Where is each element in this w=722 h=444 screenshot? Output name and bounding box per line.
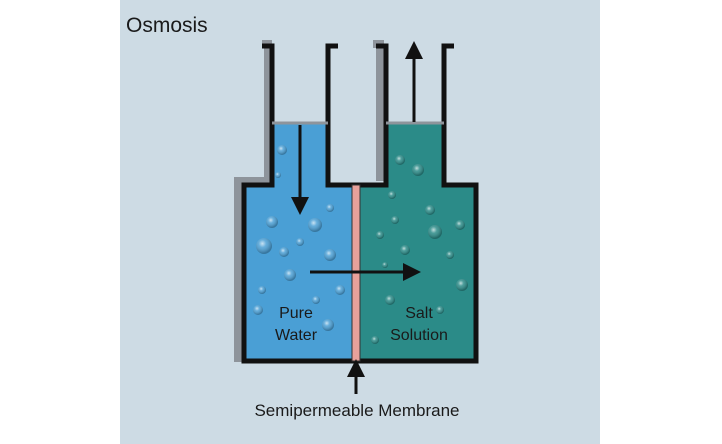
salt-label-line1: Salt	[405, 305, 433, 322]
salt-label-line2: Solution	[390, 327, 448, 344]
right-wall-shadow	[373, 40, 384, 181]
pure-label-line2: Water	[275, 327, 318, 344]
diagram-title: Osmosis	[126, 14, 208, 37]
pure-label-line1: Pure	[279, 305, 313, 322]
membrane-label: Semipermeable Membrane	[254, 401, 459, 420]
bubbles	[253, 145, 468, 344]
